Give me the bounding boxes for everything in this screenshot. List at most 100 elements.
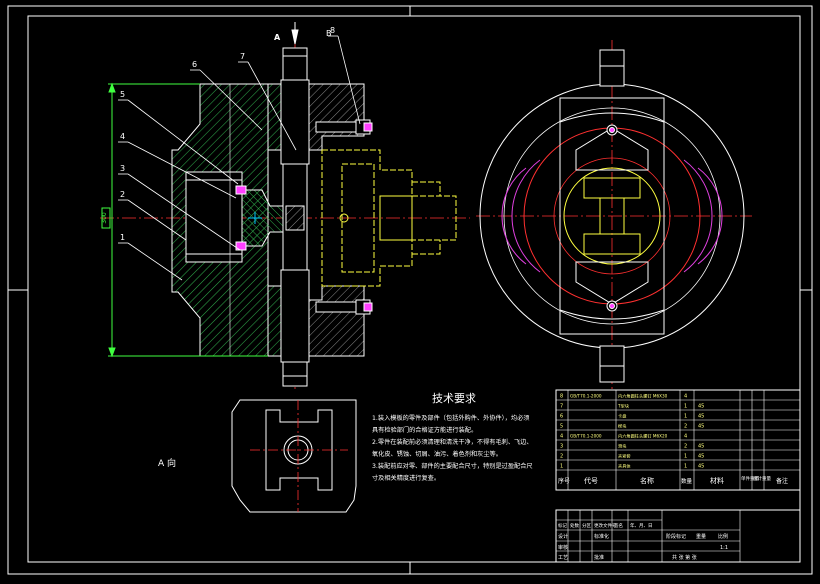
tech-requirements-items: 1.装入模板的零件及部件（包括外购件、外协件），均必须具有检验部门的合格证方能进…	[372, 414, 533, 482]
tech-requirement-line: 寸及相关精度进行复查。	[372, 474, 440, 482]
leader-line	[199, 69, 263, 131]
parts-row-code: GB/T70.1-2000	[570, 394, 602, 399]
tech-requirement-line: 3.装配前应对零、部件的主要配合尺寸，特别是过盈配合尺	[372, 462, 533, 470]
parts-row-qty: 2	[684, 424, 687, 430]
leader-line	[127, 99, 239, 185]
parts-row-no: 8	[560, 394, 563, 400]
leader-line	[127, 141, 237, 199]
parts-row-qty: 4	[684, 394, 687, 400]
dimension-text: 300	[101, 212, 108, 224]
title-process: 工艺	[558, 555, 568, 561]
a-view-outline	[231, 399, 357, 513]
tech-requirement-line: 具有检验部门的合格证方能进行装配。	[372, 426, 477, 434]
parts-row-no: 7	[560, 404, 563, 410]
parts-header-remark: 备注	[776, 477, 788, 485]
parts-row-qty: 1	[684, 464, 687, 470]
parts-row-no: 5	[560, 424, 563, 430]
parts-row-no: 6	[560, 414, 563, 420]
part-number-label: 3	[120, 164, 125, 173]
tech-requirement-line: 1.装入模板的零件及部件（包括外购件、外协件），均必须	[372, 414, 530, 422]
part-number-label: 5	[120, 90, 125, 99]
parts-header-code: 代号	[584, 476, 598, 485]
title-weight-label: 重量	[696, 533, 706, 540]
parts-row-name: 滑块	[618, 443, 627, 450]
parts-row-name: T型块	[617, 403, 630, 410]
a-view-label: A 向	[158, 457, 176, 469]
leader-line	[127, 199, 187, 241]
part-number-label: 2	[120, 190, 125, 199]
part-number-label: 7	[240, 52, 245, 61]
inner-circle	[503, 107, 721, 325]
leader-line	[247, 61, 297, 151]
a-direction-view: A 向	[158, 399, 357, 513]
part-number-label: 4	[120, 132, 125, 141]
parts-row-name: 楔块	[618, 423, 627, 430]
tech-requirement-line: 2.零件在装配前必须清理和清洗干净，不得有毛刺、飞边、	[372, 438, 533, 446]
part-number-label: 6	[192, 60, 197, 69]
parts-header-unit-weight: 单件重量	[741, 475, 759, 482]
parts-header-no: 序号	[558, 477, 570, 485]
title-block-frame	[555, 509, 801, 563]
parts-row-qty: 4	[684, 434, 687, 440]
parts-row-code: GB/T70.1-2000	[570, 434, 602, 439]
parts-row-no: 4	[560, 434, 563, 440]
leader-line	[127, 173, 241, 251]
parts-row-name: 内六角圆柱头螺钉 M6X20	[618, 433, 668, 440]
part-number-labels: 1 2 3 4 5 6 7 8B	[120, 26, 335, 242]
parts-row-name: 内六角圆柱头螺钉 M6X30	[618, 393, 668, 400]
pin-marks	[248, 212, 262, 224]
title-scale-value: 1:1	[720, 545, 728, 551]
title-row1-cell: 更改文件号	[594, 522, 617, 529]
title-block: 标记处数分区更改文件号签名年、月、日设计标准化审核工艺批准阶段标记重量比例1:1…	[555, 509, 801, 563]
view-arrow-a	[291, 22, 299, 45]
title-row1-cell: 分区	[582, 522, 591, 529]
parts-header-name: 名称	[640, 476, 654, 485]
main-section-view: 300 A 1 2 3 4 5 6 7 8B	[100, 22, 470, 392]
end-view-centerlines	[476, 40, 752, 392]
end-view	[476, 40, 752, 392]
title-scale-label: 比例	[718, 533, 728, 540]
slider-inner-parts	[583, 177, 641, 255]
title-sheet-info: 共 张 第 张	[672, 554, 697, 561]
t-block-workpiece	[321, 149, 457, 287]
center-shaft	[280, 47, 310, 387]
parts-row-material: 45	[698, 464, 704, 470]
title-review: 审核	[558, 544, 568, 551]
tech-requirements-title: 技术要求	[432, 392, 476, 405]
title-approve: 批准	[594, 554, 604, 561]
parts-row-name: 卡盘	[618, 413, 626, 420]
parts-row-material: 45	[698, 454, 704, 460]
title-row1-cell: 标记	[558, 522, 567, 529]
parts-header-total-weight: 总计重量	[753, 475, 771, 482]
part-leaders	[118, 35, 361, 281]
view-arrow-a-label: A	[274, 33, 281, 42]
parts-row-material: 45	[698, 444, 704, 450]
part-number-label: 8	[330, 26, 335, 35]
a-view-centerlines	[250, 400, 348, 512]
t-block-solid	[339, 195, 413, 241]
parts-row-qty: 1	[684, 454, 687, 460]
part-number-label: 1	[120, 233, 125, 242]
parts-row-material: 45	[698, 424, 704, 430]
title-stage-label: 阶段标记	[666, 533, 686, 540]
parts-row-qty: 1	[684, 404, 687, 410]
slider-housing	[559, 97, 665, 335]
title-standardize: 标准化	[594, 533, 609, 540]
parts-header-qty: 数量	[681, 477, 693, 485]
parts-row-material: 45	[698, 404, 704, 410]
leader-b-label: B	[326, 29, 332, 38]
technical-requirements: 技术要求 1.装入模板的零件及部件（包括外购件、外协件），均必须具有检验部门的合…	[372, 392, 533, 482]
parts-row-no: 3	[560, 444, 563, 450]
red-circle-small	[553, 157, 671, 275]
title-row1-cell: 签名	[614, 522, 623, 529]
parts-row-name: 夹具体	[618, 463, 631, 470]
parts-header-material: 材料	[710, 476, 724, 485]
end-view-bolts	[606, 124, 618, 312]
title-row1-cell: 处数	[570, 522, 579, 529]
parts-row-material: 45	[698, 414, 704, 420]
end-view-studs	[599, 49, 625, 383]
title-row1-cell: 年、月、日	[630, 522, 653, 529]
